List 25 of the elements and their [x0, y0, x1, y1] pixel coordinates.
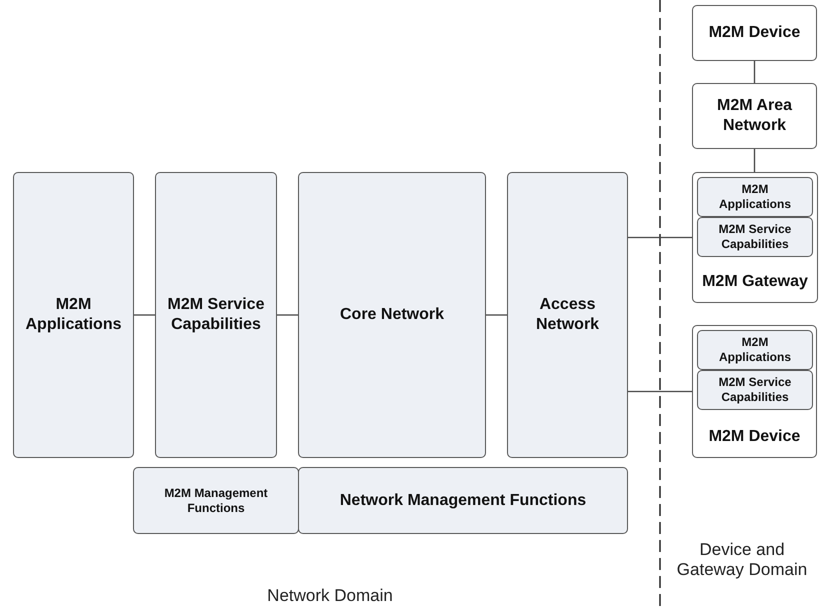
block-box: M2M Area Network	[692, 83, 817, 149]
block-box: Core Network	[298, 172, 486, 458]
module-box: M2M Applications	[697, 177, 813, 217]
module-box: M2M Service Capabilities	[697, 370, 813, 410]
connector-line	[754, 149, 756, 172]
block-box: Access Network	[507, 172, 628, 458]
box-title: M2M Device	[708, 427, 802, 447]
device-container-box	[692, 172, 818, 303]
block-box: M2M Management Functions	[133, 467, 299, 534]
connector-line	[134, 314, 155, 316]
domain-label: Network Domain	[266, 586, 394, 606]
device-container-box	[692, 325, 817, 458]
block-box: M2M Applications	[13, 172, 134, 458]
module-box: M2M Service Capabilities	[697, 217, 813, 257]
connector-line	[277, 314, 298, 316]
block-box: M2M Device	[692, 5, 817, 61]
block-box: M2M Service Capabilities	[155, 172, 277, 458]
domain-label: Device and Gateway Domain	[676, 540, 808, 580]
connector-line	[754, 61, 756, 83]
box-title: M2M Gateway	[701, 272, 809, 292]
block-box: Network Management Functions	[298, 467, 628, 534]
connector-line	[628, 390, 692, 392]
connector-line	[628, 236, 692, 238]
module-box: M2M Applications	[697, 330, 813, 370]
connector-line	[486, 314, 507, 316]
